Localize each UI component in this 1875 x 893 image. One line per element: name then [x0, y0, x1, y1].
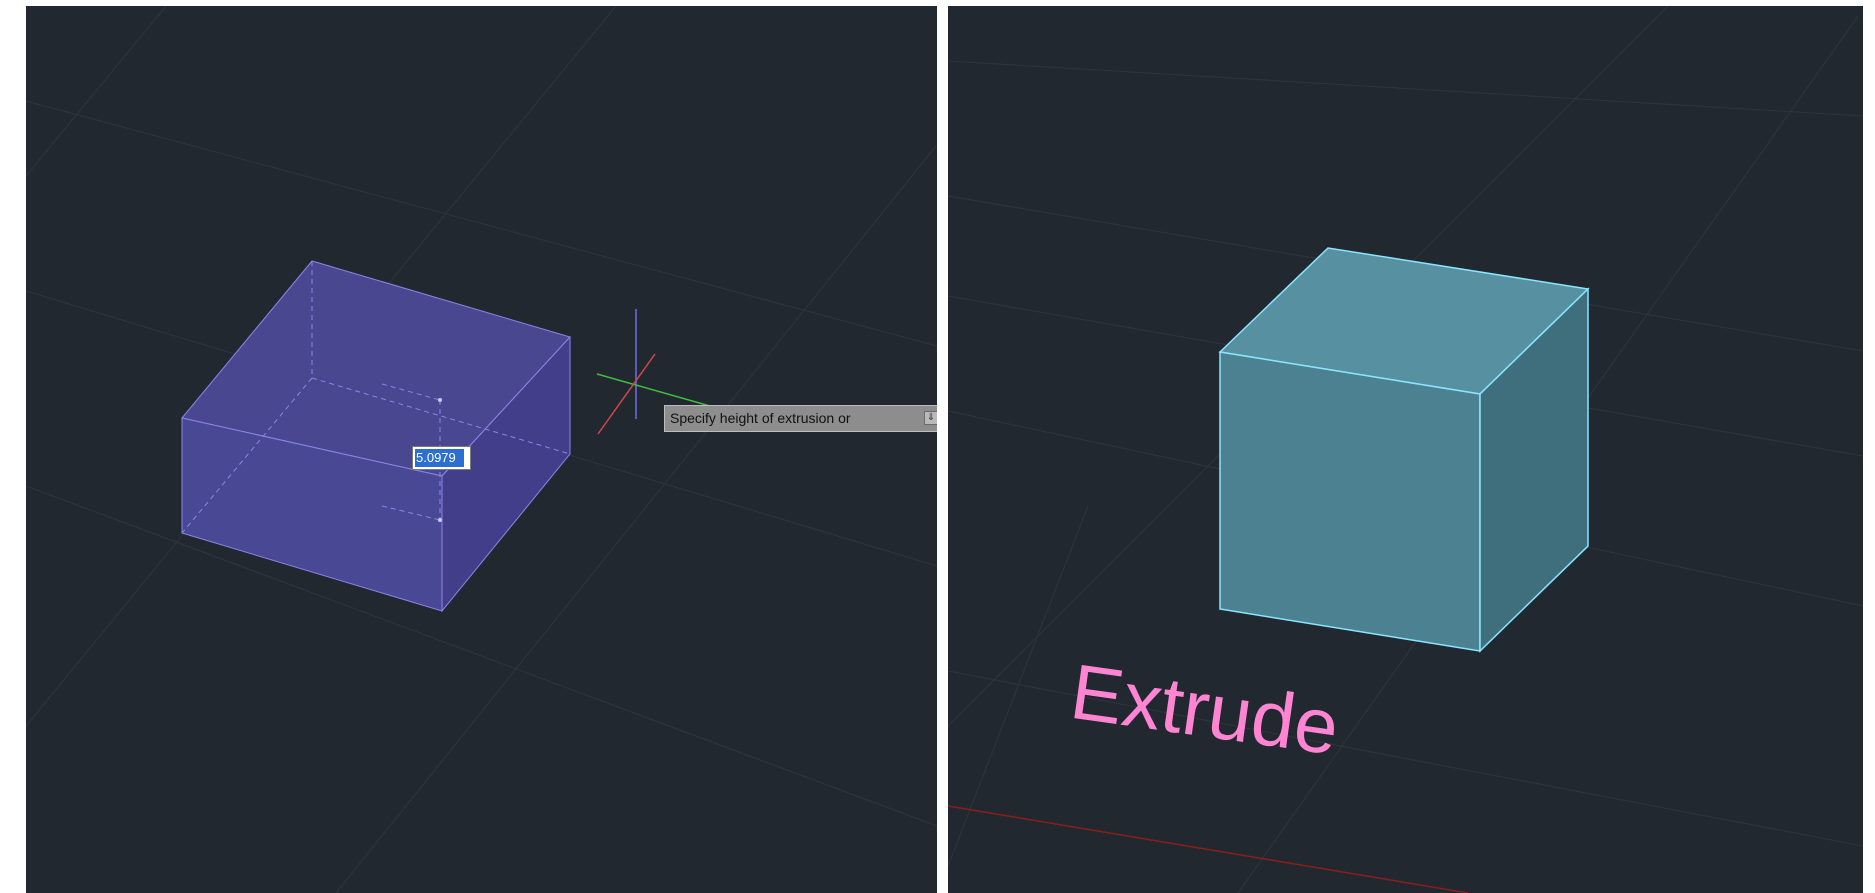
extruded-solid-preview [181, 260, 571, 613]
crosshair-cursor [596, 309, 711, 435]
extrusion-height-input[interactable]: 5.0979 [412, 446, 471, 470]
extruded-cube[interactable] [1218, 247, 1590, 653]
grid-lines [26, 6, 937, 893]
right-viewport[interactable]: Extrude [948, 6, 1863, 893]
x-axis-line [948, 805, 1469, 893]
tooltip-text: Specify height of extrusion or [670, 410, 851, 426]
left-drawing-canvas[interactable] [26, 6, 937, 893]
extrusion-height-value[interactable]: 5.0979 [415, 449, 464, 467]
down-arrow-icon[interactable]: ⇓ [924, 411, 937, 425]
left-viewport[interactable]: Specify height of extrusion or ⇓ 5.0979 [26, 6, 937, 893]
command-prompt-tooltip: Specify height of extrusion or ⇓ [664, 405, 937, 432]
right-drawing-canvas [948, 6, 1863, 893]
